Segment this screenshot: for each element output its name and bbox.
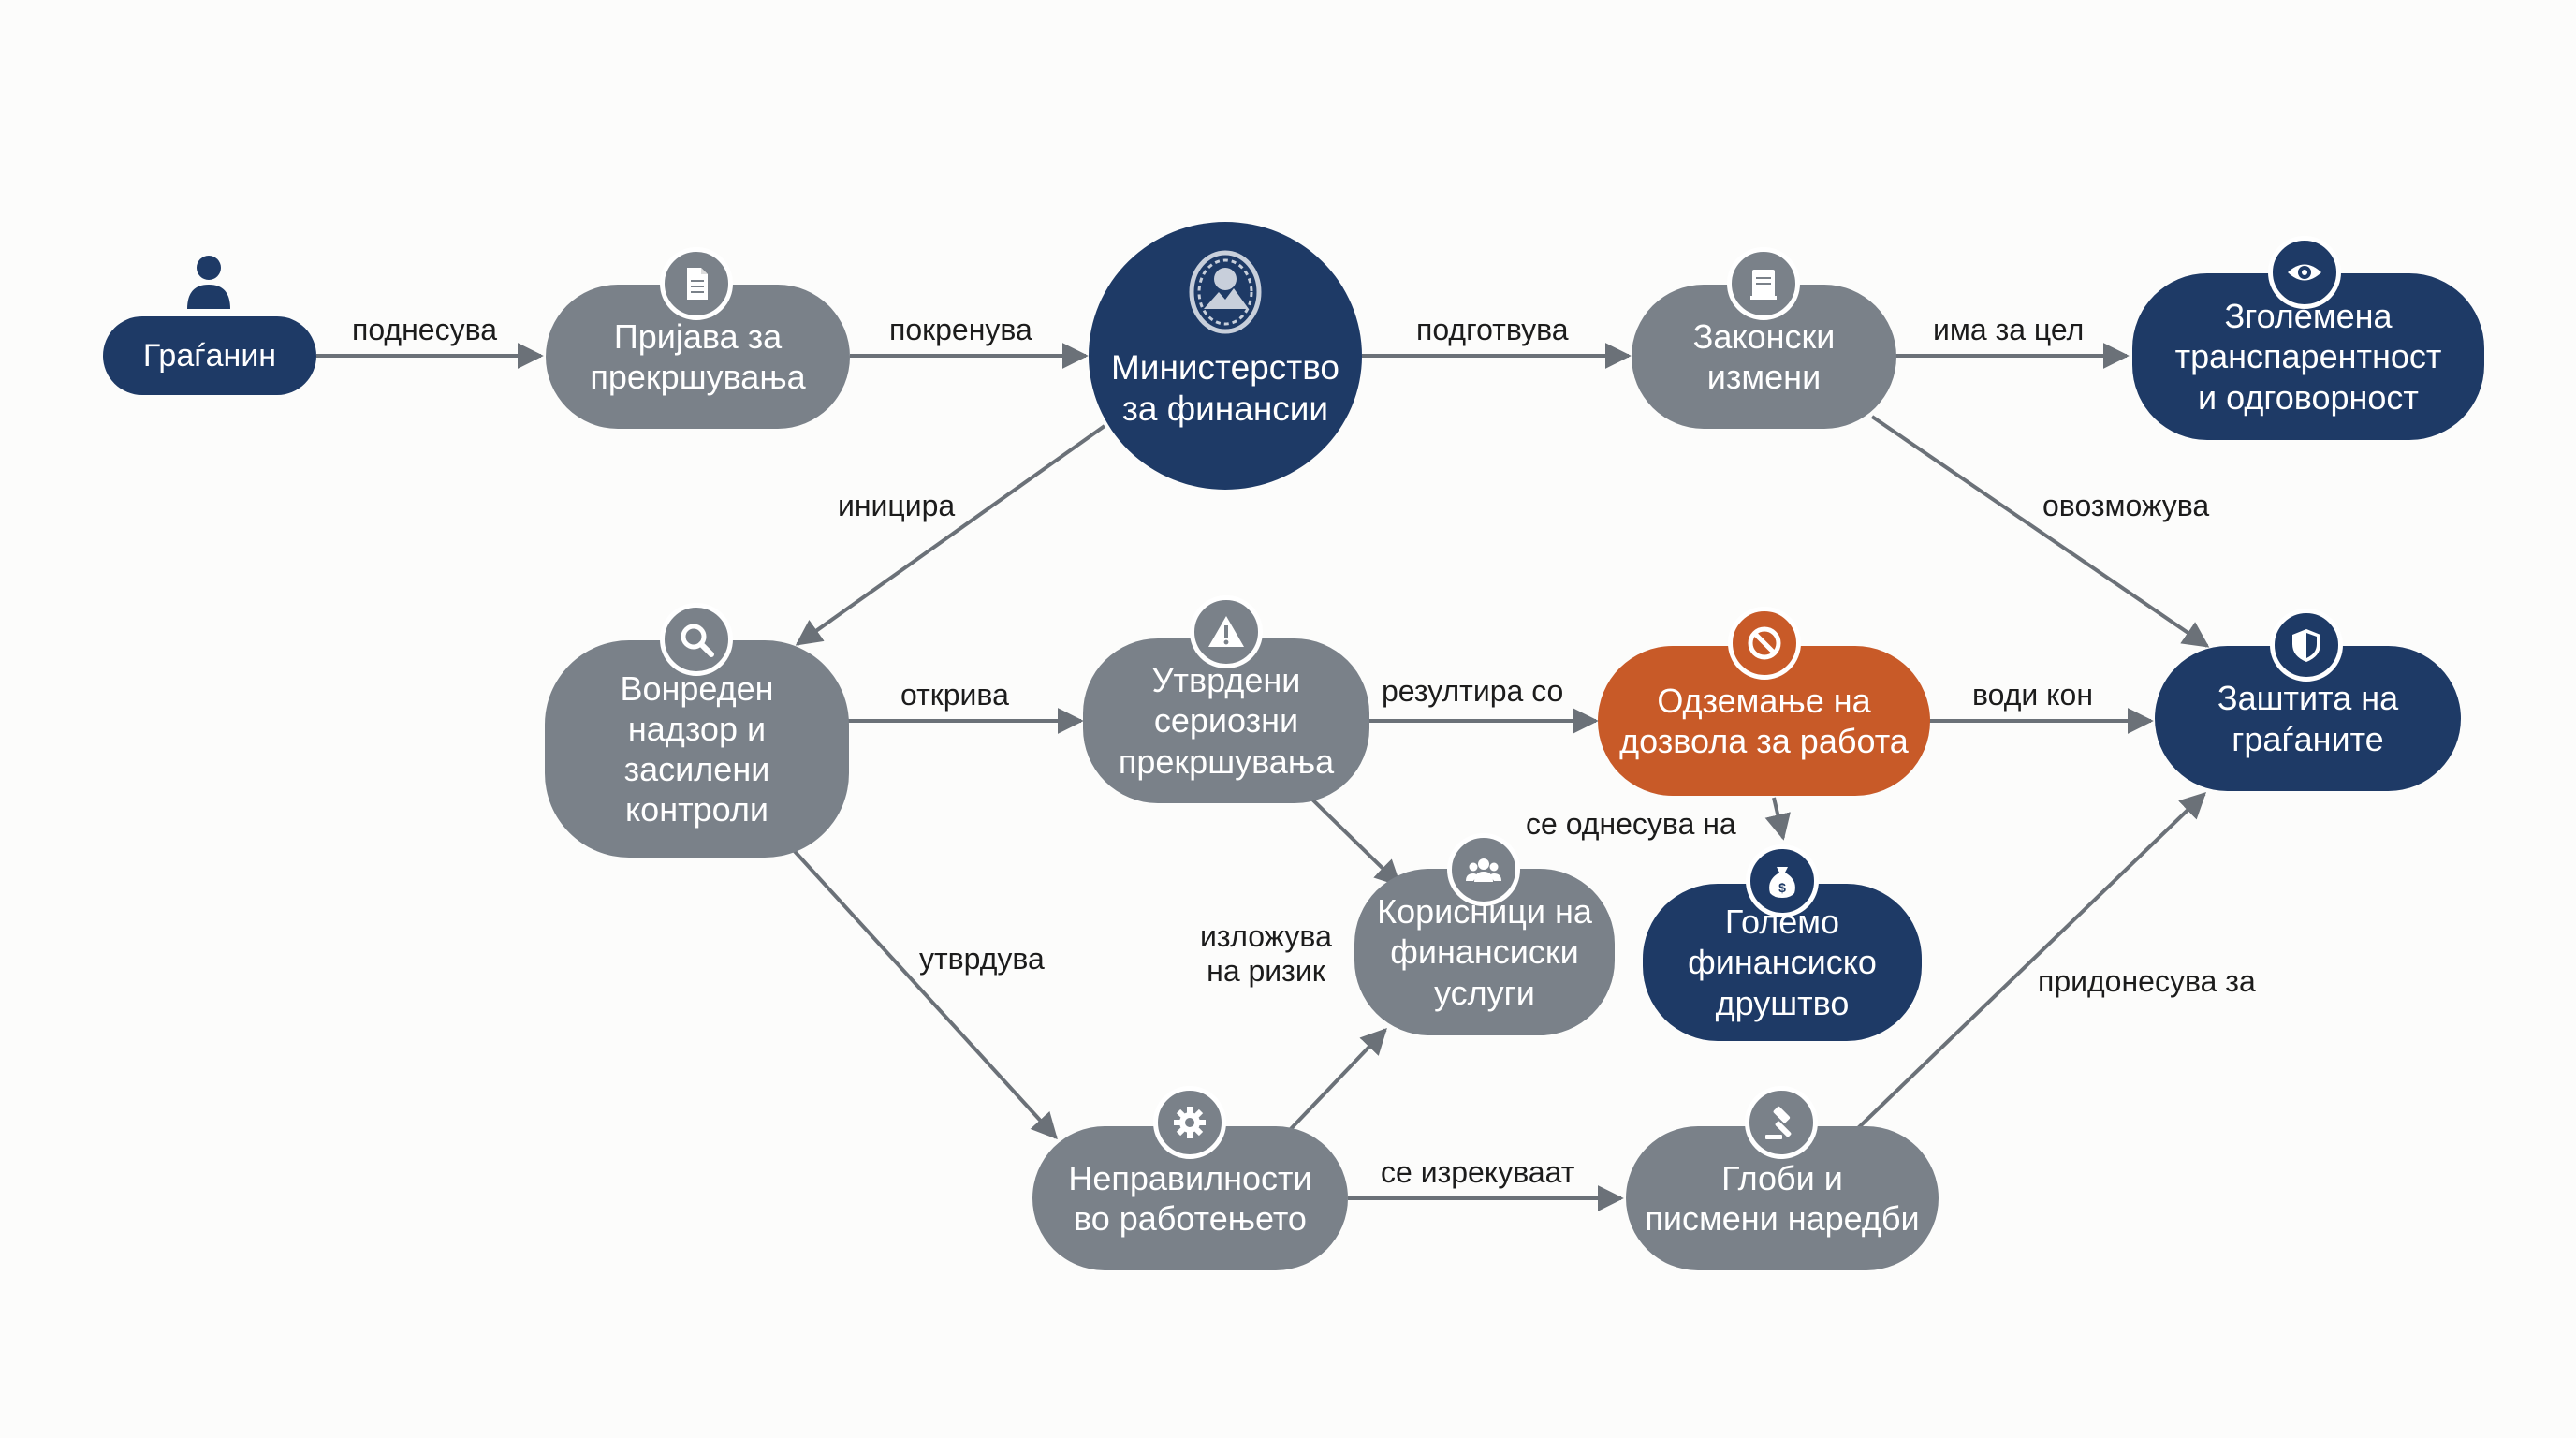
arrow-revocation-company [1764,797,1791,841]
gavel-icon [1745,1086,1818,1159]
money-bag-icon: $ [1746,844,1819,917]
node-citizen: Граѓанин [103,316,316,395]
edge-label-contributes: придонесува за [2038,964,2256,998]
edge-label-prepares: подготвува [1416,313,1569,346]
arrow-violations-users [1309,796,1402,887]
law-book-icon [1727,247,1800,320]
edge-label-detects: открива [900,678,1009,712]
arrow-ministry-oversight [795,424,1106,646]
edge-label-initiates: иницира [838,489,956,522]
edge-label-establishes: утврдува [919,942,1045,976]
edge-label-launches: покренува [889,313,1032,346]
warning-icon [1190,595,1263,668]
arrow-fines-protection [1856,792,2207,1130]
document-icon [660,247,733,320]
edge-label-refers: се однесува на [1526,807,1736,841]
edge-label-imposed: се изрекуваат [1381,1155,1575,1189]
edge-label-exposes: изложува на ризик [1200,919,1332,988]
arrow-oversight-irregularities [789,845,1058,1140]
svg-text:$: $ [1778,880,1786,895]
person-icon [187,256,230,309]
edge-label-results: резултира со [1382,674,1564,708]
edge-label-enables: овозможува [2042,489,2210,522]
node-revocation: Одземање на дозвола за работа [1598,646,1930,796]
node-ministry: Министерство за финансии [1089,222,1362,490]
people-group-icon [1447,833,1520,906]
eye-icon [2268,236,2341,309]
prohibited-icon [1728,607,1801,680]
magnifier-icon [660,603,733,676]
arrow-legal-protection [1870,415,2210,648]
edge-label-submits: поднесува [352,313,497,346]
shield-icon [2270,609,2343,682]
coat-of-arms-icon [1189,250,1262,334]
arrow-irregularities-users [1285,1027,1387,1135]
edge-label-leads: води кон [1972,678,2093,712]
edge-label-aims: има за цел [1933,313,2085,346]
node-company: Големо финансиско друштво [1643,884,1922,1041]
gear-icon [1153,1086,1226,1159]
node-oversight: Вонреден надзор и засилени контроли [545,640,849,858]
